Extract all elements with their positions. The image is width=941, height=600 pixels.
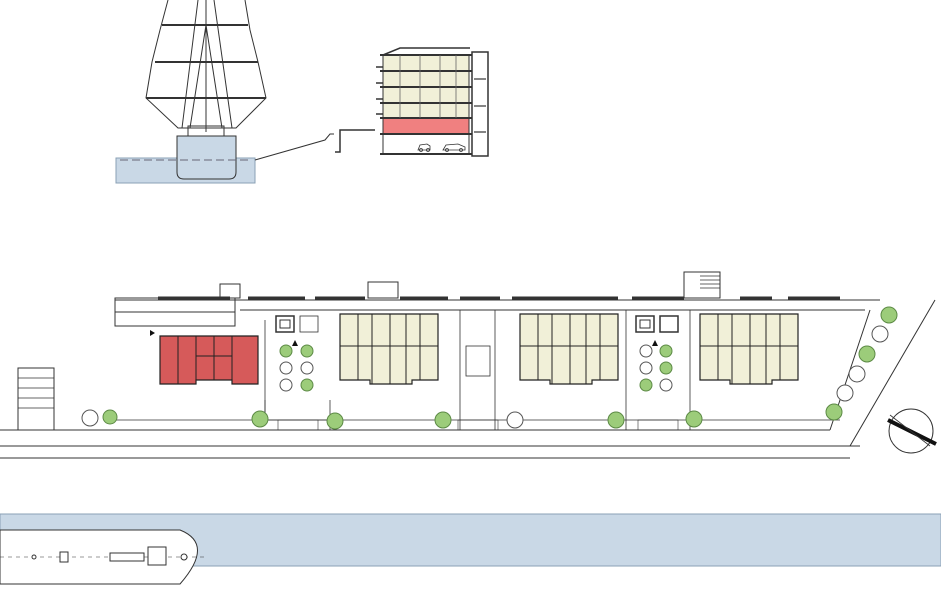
entry-steps — [277, 419, 679, 431]
car-icon — [442, 143, 466, 152]
trees-planted — [102, 306, 898, 430]
site-plan — [0, 271, 937, 459]
highlighted-block — [159, 335, 259, 385]
north-arrow-icon — [887, 408, 937, 454]
hull — [176, 135, 237, 180]
diagonal-edge-outer — [849, 299, 936, 447]
car-icon — [417, 143, 431, 152]
rigging-2 — [213, 0, 233, 129]
river — [0, 513, 941, 585]
rigging-3 — [189, 24, 207, 129]
stair-core-section — [471, 51, 489, 157]
stair-core-1 — [275, 315, 319, 333]
quay-edge — [335, 129, 375, 153]
trees-outline — [81, 325, 889, 429]
ship-elevation — [115, 0, 334, 184]
residential-block-2 — [519, 313, 619, 385]
residential-block-1 — [339, 313, 439, 385]
side-structure — [17, 367, 55, 431]
building-section — [335, 47, 489, 157]
section-floor-highlighted — [382, 117, 470, 135]
stair-tower — [683, 271, 721, 299]
rigging-4 — [205, 24, 223, 129]
gangway — [254, 133, 334, 161]
stair-core-2 — [635, 315, 679, 333]
residential-block-3 — [699, 313, 799, 385]
central-court — [465, 345, 491, 377]
ship-icon — [0, 529, 205, 585]
roof — [382, 47, 470, 56]
rigging-1 — [181, 0, 199, 129]
sail-outline — [145, 0, 267, 129]
